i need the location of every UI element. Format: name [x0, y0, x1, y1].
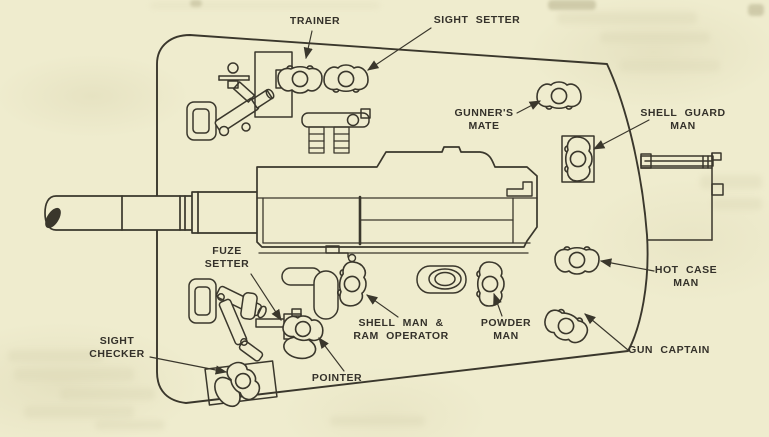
mount-platform-outline	[156, 34, 649, 404]
label-pointer: POINTER	[312, 372, 362, 385]
console-legs	[308, 126, 350, 154]
crew-figure-sight-checker	[206, 356, 266, 416]
label-text: MAN	[673, 276, 699, 289]
showthrough-mark	[330, 416, 425, 426]
powder-man-arrow	[493, 292, 503, 317]
shell-guard-box	[561, 135, 595, 183]
label-fuze-setter: FUZE SETTER	[205, 245, 249, 270]
label-text: MAN	[670, 119, 696, 132]
label-text: GUN CAPTAIN	[628, 344, 710, 356]
powder-scuttle	[416, 265, 467, 294]
fuze-setter-arrow	[250, 273, 282, 321]
label-sight-checker: SIGHT CHECKER	[89, 335, 144, 360]
label-hot-case-man: HOT CASE MAN	[655, 264, 717, 289]
label-trainer: TRAINER	[290, 15, 340, 28]
trainer-handwheel	[218, 62, 256, 103]
label-text: SIGHT SETTER	[433, 14, 521, 26]
crew-figure-gunners-mate	[536, 81, 582, 110]
shell-man-arrow	[366, 294, 399, 318]
crew-figure-shell-guard-man	[564, 136, 593, 182]
housing-detail-lines	[256, 195, 538, 254]
fuze-setter-machine	[188, 278, 267, 362]
label-text: POWDER	[480, 317, 532, 329]
showthrough-mark	[600, 32, 710, 43]
showthrough-mark	[712, 198, 762, 210]
label-shell-man-ram-operator: SHELL MAN & RAM OPERATOR	[353, 317, 448, 342]
label-sight-setter: SIGHT SETTER	[434, 14, 520, 27]
showthrough-mark	[620, 60, 720, 72]
label-text: HOT CASE	[654, 264, 718, 276]
showthrough-mark	[557, 12, 697, 24]
label-shell-guard-man: SHELL GUARD MAN	[640, 107, 725, 132]
showthrough-mark	[14, 368, 134, 381]
label-text: GUNNER'S	[454, 107, 514, 119]
showthrough-mark	[190, 0, 202, 7]
showthrough-mark	[95, 420, 165, 430]
label-text: TRAINER	[289, 15, 341, 27]
ready-service-fixtures	[281, 267, 339, 320]
label-text: SHELL MAN &	[358, 317, 444, 329]
sight-checker-arrow	[149, 356, 228, 375]
showthrough-mark	[8, 350, 103, 362]
sight-setter-console	[301, 108, 371, 154]
crew-figure-powder-man	[476, 261, 505, 307]
label-gunners-mate: GUNNER'S MATE	[454, 107, 513, 132]
gun-barrel	[44, 191, 259, 234]
showthrough-mark	[548, 0, 596, 10]
label-text: RAM OPERATOR	[353, 329, 449, 342]
gun-captain-arrow	[584, 313, 629, 351]
label-text: FUZE	[212, 245, 242, 257]
shell-guard-man-arrow	[592, 119, 650, 150]
label-text: POINTER	[311, 372, 363, 384]
crank-bracket	[325, 245, 357, 263]
label-text: MAN	[493, 329, 519, 342]
gunners-mate-arrow	[516, 100, 542, 114]
showthrough-mark	[24, 406, 134, 418]
crew-figure-gun-captain	[539, 304, 593, 349]
crew-figure-shell-man	[335, 259, 370, 309]
sight-setter-arrow	[367, 27, 432, 71]
showthrough-mark	[700, 175, 762, 189]
recoil-bracket	[506, 181, 533, 197]
shell-hoist-structure	[640, 152, 724, 241]
label-leader-arrows	[149, 27, 655, 375]
crew-figure-sight-setter	[323, 64, 369, 93]
label-text: SHELL GUARD	[640, 107, 726, 119]
pointer-arrow	[318, 337, 345, 372]
trainer-arrow	[303, 30, 313, 60]
crew-figure-hot-case-man	[554, 246, 600, 275]
label-text: CHECKER	[89, 347, 145, 360]
label-powder-man: POWDER MAN	[481, 317, 531, 342]
label-text: SETTER	[204, 257, 250, 270]
label-text: MATE	[468, 119, 500, 132]
trainer-telescope-station	[186, 51, 293, 141]
crew-figure-trainer	[277, 65, 323, 94]
label-text: SIGHT	[99, 335, 135, 347]
hot-case-man-arrow	[599, 258, 655, 272]
gun-housing	[256, 146, 538, 263]
label-gun-captain: GUN CAPTAIN	[628, 344, 710, 357]
showthrough-mark	[150, 2, 380, 9]
showthrough-mark	[748, 4, 764, 16]
showthrough-mark	[60, 388, 155, 400]
muzzle-bore	[45, 207, 61, 229]
